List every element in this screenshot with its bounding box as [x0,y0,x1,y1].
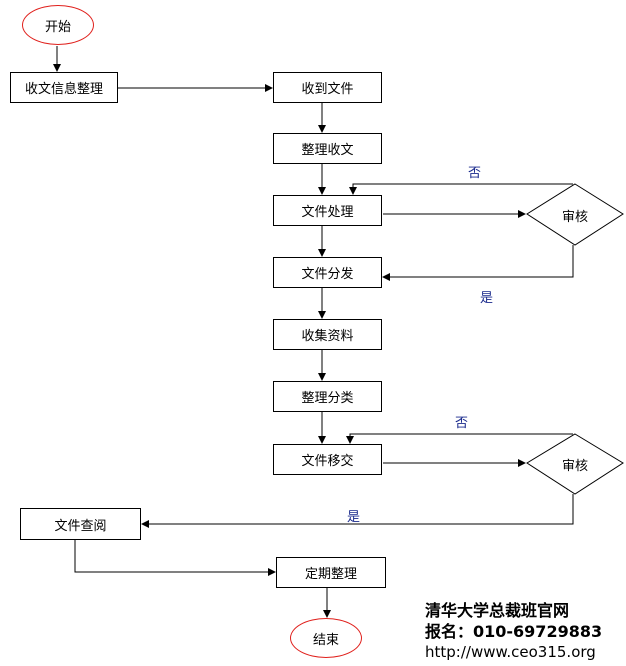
classify-box: 整理分类 [273,381,382,412]
footer-line3: http://www.ceo315.org [425,643,596,661]
footer-info: 清华大学总裁班官网 报名：010-69729883 http://www.ceo… [425,600,602,663]
start-node: 开始 [22,5,94,45]
review2-yes-label: 是 [347,510,361,525]
receive-box: 收到文件 [273,72,382,103]
collect-info-box: 收文信息整理 [10,72,118,103]
review2-no-label: 否 [455,416,469,431]
review1-label: 审核 [561,210,588,225]
review1-yes-label: 是 [480,291,494,306]
review1-no-label: 否 [468,166,482,181]
consult-box: 文件查阅 [20,508,141,540]
footer-line2: 报名：010-69729883 [425,622,603,641]
end-node: 结束 [290,618,362,658]
process-box: 文件处理 [273,195,382,226]
review2-diamond [526,433,624,495]
arrow-review1-no [349,183,573,195]
arrow-consult-to-periodic [74,540,276,576]
review2-label: 审核 [561,459,588,474]
gather-box: 收集资料 [273,319,382,350]
transfer-box: 文件移交 [273,444,382,475]
arrow-review1-yes [382,245,574,281]
arrow-review2-yes [141,494,574,528]
review1-diamond [526,183,624,246]
footer-line1: 清华大学总裁班官网 [425,601,570,620]
organize-receipt-box: 整理收文 [273,133,382,164]
periodic-box: 定期整理 [276,557,386,588]
arrow-review2-no [346,433,573,444]
distribute-box: 文件分发 [273,257,382,288]
